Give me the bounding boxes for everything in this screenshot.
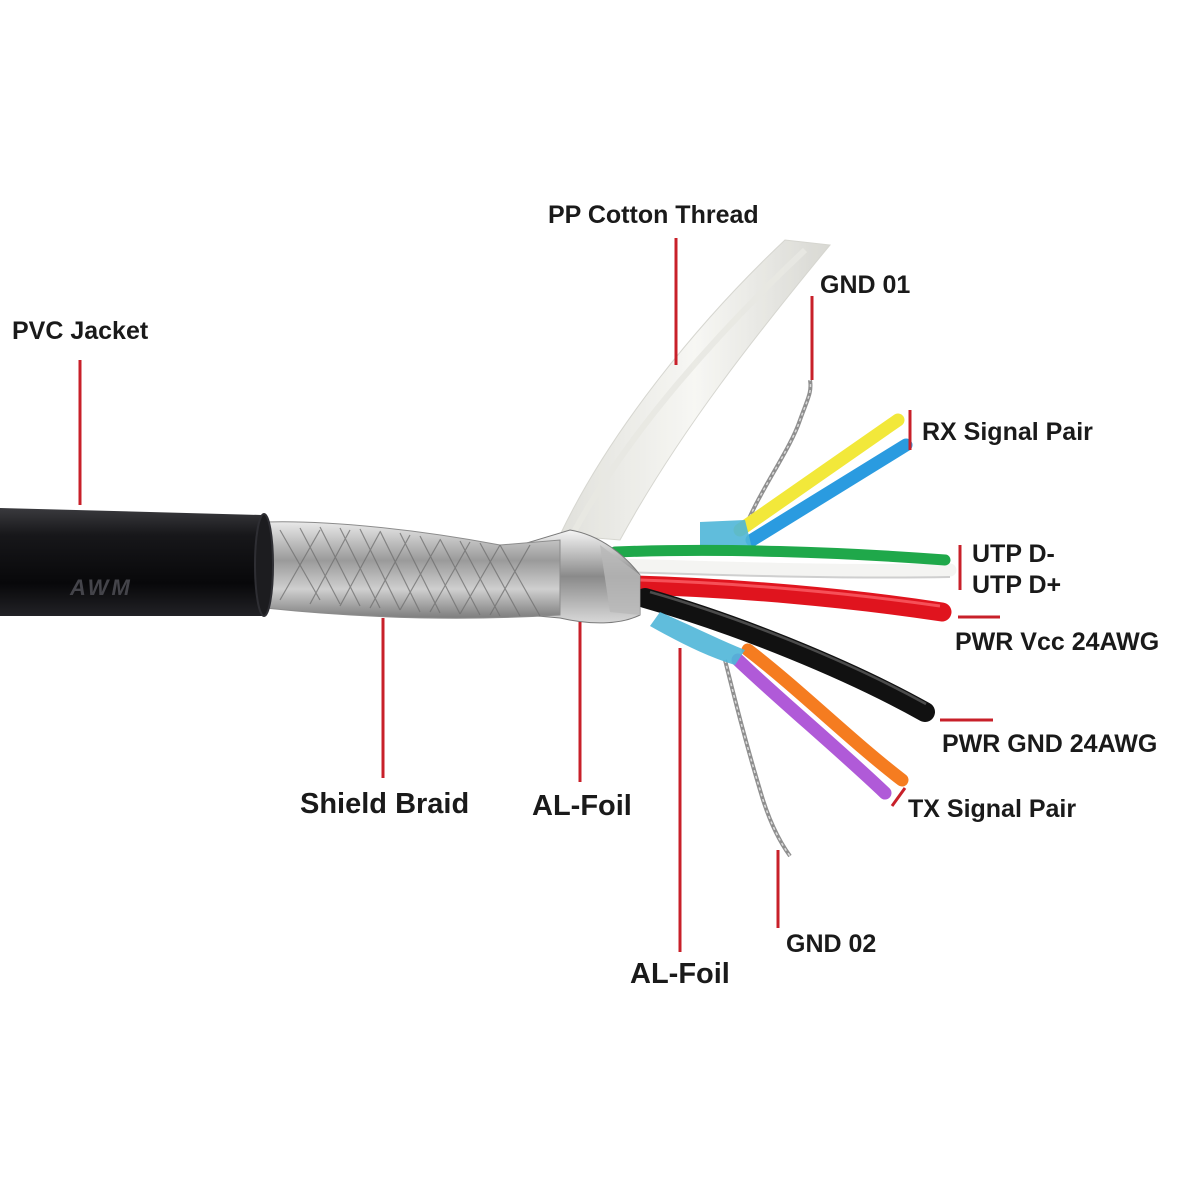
- gnd-02-wire: [723, 659, 792, 858]
- shield-braid: [264, 521, 561, 619]
- rx-wire-yellow: [733, 413, 905, 537]
- cable-print-text: AWM: [69, 575, 133, 600]
- pwr-vcc-wire-red-shine: [639, 578, 941, 608]
- rx-wire-blue: [745, 438, 913, 547]
- pwr-vcc-wire-red: [625, 575, 952, 622]
- label-al-foil-upper: AL-Foil: [532, 790, 632, 822]
- pwr-gnd-wire-black-shine: [649, 590, 927, 706]
- shield-braid-strands: [279, 526, 541, 617]
- label-al-foil-lower: AL-Foil: [630, 958, 730, 990]
- label-gnd-02: GND 02: [786, 930, 877, 958]
- pvc-jacket: [0, 508, 272, 616]
- label-pvc-jacket: PVC Jacket: [12, 317, 149, 345]
- al-foil-edge: [600, 545, 640, 615]
- label-utp-d-minus: UTP D-: [972, 540, 1055, 568]
- label-tx-signal-pair: TX Signal Pair: [908, 795, 1077, 823]
- pwr-gnd-wire-black: [635, 588, 935, 722]
- label-utp-d-plus: UTP D+: [972, 571, 1062, 599]
- pp-cotton-thread: [559, 239, 831, 541]
- label-pwr-gnd: PWR GND 24AWG: [942, 730, 1158, 758]
- pp-cotton-thread-strand: [572, 247, 808, 532]
- pvc-jacket-cut-end: [254, 513, 274, 617]
- utp-wire-white-edge: [619, 571, 951, 579]
- leader-lines: [78, 238, 1000, 952]
- tx-pair-foil: [650, 612, 745, 665]
- label-pp-cotton-thread: PP Cotton Thread: [548, 201, 759, 229]
- gnd-01-wire-highlight: [744, 379, 812, 529]
- label-gnd-01: GND 01: [820, 271, 911, 299]
- gnd-02-wire-highlight: [724, 659, 791, 857]
- utp-wire-white: [613, 558, 957, 578]
- utp-wire-green: [609, 544, 951, 566]
- leader-tx-signal-pair: [890, 787, 907, 807]
- tx-wire-orange: [741, 643, 909, 787]
- label-shield-braid: Shield Braid: [300, 788, 470, 820]
- label-rx-signal-pair: RX Signal Pair: [922, 418, 1093, 446]
- tx-wire-purple: [731, 653, 892, 800]
- label-pwr-vcc: PWR Vcc 24AWG: [955, 628, 1160, 656]
